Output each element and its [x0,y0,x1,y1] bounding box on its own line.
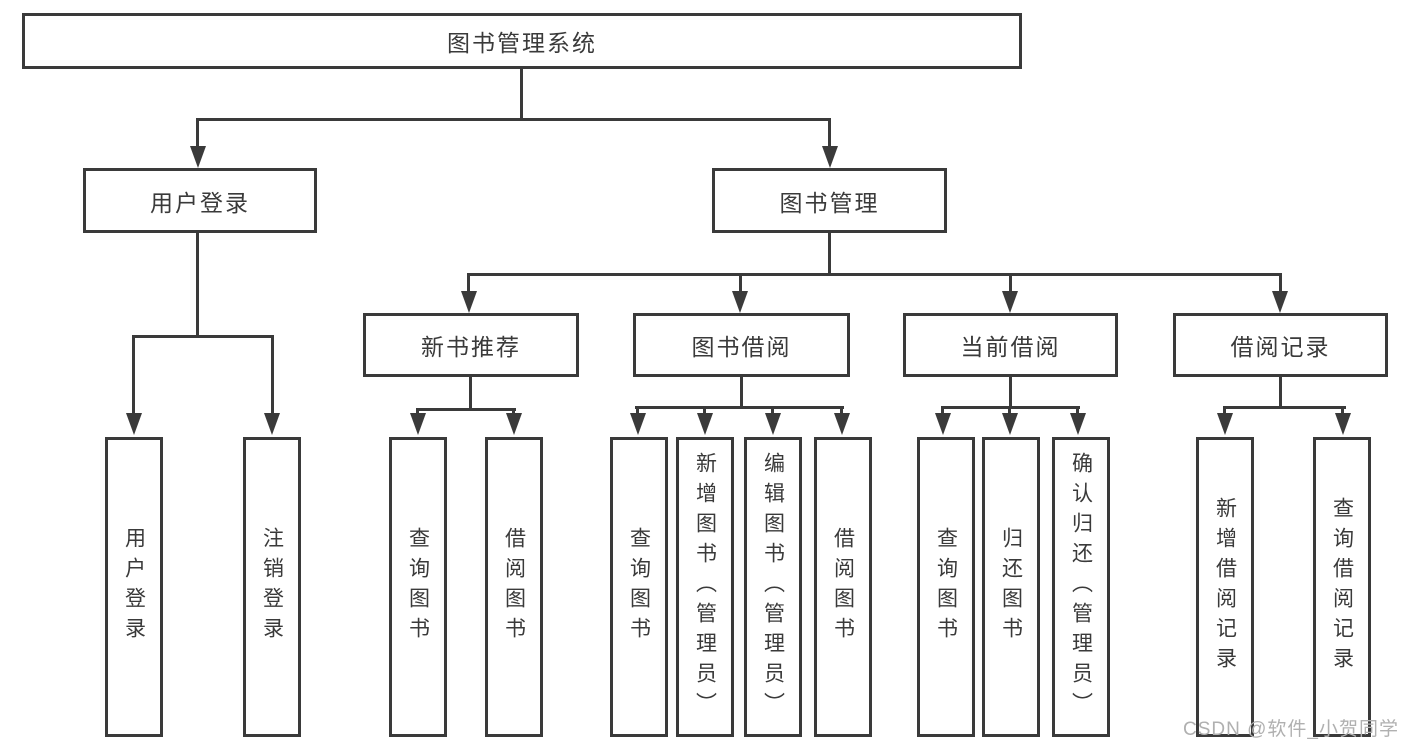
arrow-down-icon [1335,413,1351,435]
connector-line [635,406,844,409]
connector-line [1341,406,1344,415]
connector-line [636,406,639,415]
connector-line [416,408,419,416]
arrow-down-icon [410,413,426,435]
leaf-return-books: 归还图书 [982,437,1040,737]
connector-line [469,377,472,408]
node-root-library-system: 图书管理系统 [22,13,1022,69]
leaf-edit-books-admin: 编辑图书（管理员） [744,437,802,737]
leaf-confirm-return-admin: 确认归还（管理员） [1052,437,1110,737]
leaf-add-borrow-record: 新增借阅记录 [1196,437,1254,737]
connector-line [1223,406,1226,415]
connector-line [840,406,843,415]
connector-line [828,233,831,273]
connector-line [196,233,199,335]
leaf-query-books-1: 查询图书 [389,437,447,737]
connector-line [1008,406,1011,415]
arrow-down-icon [1002,413,1018,435]
connector-line [1279,377,1282,406]
connector-line [467,273,470,293]
arrow-down-icon [935,413,951,435]
connector-line [520,69,523,118]
connector-line [828,118,831,148]
connector-line [196,118,199,148]
connector-line [1279,273,1282,293]
connector-line [271,335,274,415]
connector-line [132,335,274,338]
connector-line [740,377,743,406]
connector-line [1009,377,1012,406]
arrow-down-icon [630,413,646,435]
arrow-down-icon [732,291,748,313]
connector-line [1009,273,1012,293]
leaf-borrow-books-1: 借阅图书 [485,437,543,737]
leaf-user-login: 用户登录 [105,437,163,737]
connector-line [132,335,135,415]
leaf-logout: 注销登录 [243,437,301,737]
connector-line [416,408,516,411]
node-borrowing-records: 借阅记录 [1173,313,1388,377]
watermark: CSDN @软件_小贺同学 [1183,719,1399,740]
arrow-down-icon [506,413,522,435]
leaf-query-borrow-record: 查询借阅记录 [1313,437,1371,737]
arrow-down-icon [461,291,477,313]
arrow-down-icon [834,413,850,435]
node-book-management: 图书管理 [712,168,947,233]
arrow-down-icon [697,413,713,435]
node-new-book-recommendation: 新书推荐 [363,313,579,377]
node-user-login: 用户登录 [83,168,317,233]
arrow-down-icon [1002,291,1018,313]
arrow-down-icon [264,413,280,435]
arrow-down-icon [1070,413,1086,435]
arrow-down-icon [765,413,781,435]
connector-line [703,406,706,415]
connector-line [1223,406,1346,409]
node-current-borrowing: 当前借阅 [903,313,1118,377]
leaf-borrow-books-2: 借阅图书 [814,437,872,737]
connector-line [771,406,774,415]
arrow-down-icon [822,146,838,168]
connector-line [512,408,515,416]
node-book-borrowing: 图书借阅 [633,313,850,377]
arrow-down-icon [126,413,142,435]
leaf-add-books-admin: 新增图书（管理员） [676,437,734,737]
connector-line [941,406,944,415]
arrow-down-icon [190,146,206,168]
connector-line [196,118,831,121]
leaf-query-books-3: 查询图书 [917,437,975,737]
connector-line [468,273,1282,276]
connector-line [739,273,742,293]
arrow-down-icon [1272,291,1288,313]
connector-line [1076,406,1079,415]
leaf-query-books-2: 查询图书 [610,437,668,737]
arrow-down-icon [1217,413,1233,435]
